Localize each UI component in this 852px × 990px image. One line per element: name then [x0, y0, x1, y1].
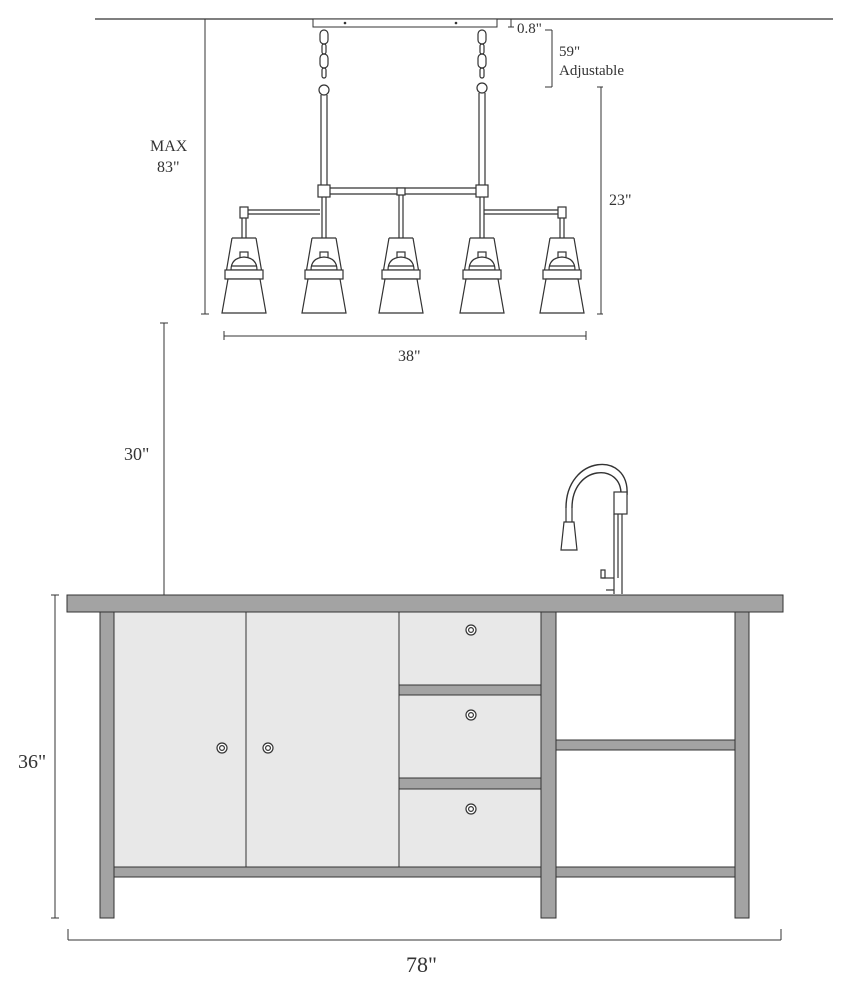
left-chain	[318, 29, 330, 186]
door-right	[245, 611, 400, 868]
chain-adjustable-value: 59"	[559, 44, 580, 60]
open-shelf-middle	[555, 739, 736, 751]
pendant-shade-2	[301, 237, 347, 314]
leg-middle	[540, 611, 557, 919]
chandelier	[221, 18, 585, 314]
canopy-height-label: 0.8"	[517, 21, 542, 37]
knobs	[216, 624, 477, 815]
canopy	[312, 18, 498, 28]
pendant-shade-1	[221, 237, 267, 314]
open-shelf-bottom	[555, 866, 736, 878]
bottom-rail	[113, 866, 542, 878]
drawer-divider-2	[398, 777, 542, 790]
leg-left	[99, 611, 115, 919]
drawer-top	[398, 611, 542, 686]
island-height-label: 36"	[18, 751, 46, 773]
countertop	[66, 594, 784, 613]
dimension-lines-bottom	[51, 594, 782, 941]
kitchen-island	[66, 594, 784, 919]
island-width-label: 78"	[406, 952, 437, 977]
clearance-label: 30"	[124, 444, 149, 464]
drawer-divider-1	[398, 684, 542, 696]
right-chain	[476, 29, 488, 186]
pendant-shades	[221, 237, 585, 314]
drawer-bottom	[398, 788, 542, 868]
chain-adjustable-label: Adjustable	[559, 63, 624, 79]
pendant-shade-3	[378, 237, 424, 314]
main-bar	[239, 184, 567, 238]
faucet	[560, 463, 628, 594]
fixture-width-label: 38"	[398, 348, 421, 365]
drawer-middle	[398, 694, 542, 779]
leg-right	[734, 611, 750, 919]
max-value: 83"	[157, 159, 180, 176]
fixture-height-label: 23"	[609, 192, 632, 209]
max-label: MAX	[150, 138, 188, 155]
dimension-lines-top	[160, 18, 603, 595]
pendant-shade-5	[539, 237, 585, 314]
door-left	[113, 611, 247, 868]
pendant-shade-4	[459, 237, 505, 314]
